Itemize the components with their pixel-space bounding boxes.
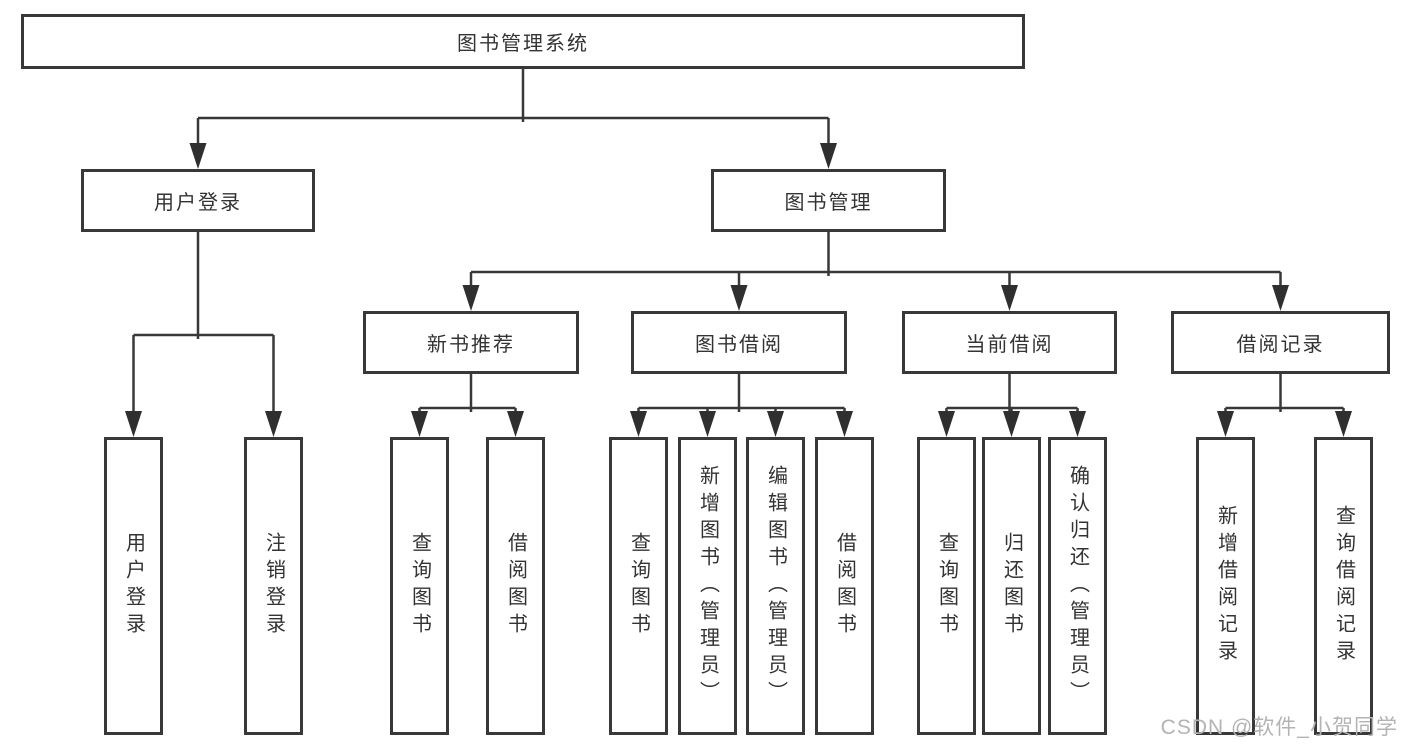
node-borrowing-records: 借阅记录	[1171, 311, 1390, 374]
node-label: 新书推荐	[427, 334, 515, 356]
leaf-logout: 注销登录	[244, 437, 303, 735]
leaf-label: 注销登录	[262, 532, 285, 640]
leaf-label: 新增借阅记录	[1214, 505, 1237, 667]
leaf-borrow-books-borrowing: 借阅图书	[815, 437, 874, 735]
leaf-label: 借阅图书	[504, 532, 527, 640]
leaf-query-books-borrowing: 查询图书	[609, 437, 668, 735]
node-label: 借阅记录	[1236, 334, 1325, 356]
leaf-label: 编辑图书（管理员）	[764, 464, 787, 708]
leaf-query-borrow-record: 查询借阅记录	[1314, 437, 1373, 735]
leaf-add-borrow-record: 新增借阅记录	[1196, 437, 1255, 735]
leaf-label: 用户登录	[122, 532, 145, 640]
leaf-label: 查询图书	[935, 532, 958, 640]
node-label: 当前借阅	[965, 334, 1054, 356]
node-user-login: 用户登录	[81, 169, 315, 232]
watermark: CSDN @软件_小贺同学	[1160, 716, 1398, 739]
leaf-borrow-books-recommend: 借阅图书	[486, 437, 545, 735]
node-book-borrowing: 图书借阅	[631, 311, 847, 374]
leaf-confirm-return-admin: 确认归还（管理员）	[1048, 437, 1107, 735]
leaf-query-books-recommend: 查询图书	[390, 437, 449, 735]
leaf-label: 借阅图书	[833, 532, 856, 640]
leaf-label: 查询图书	[627, 532, 650, 640]
leaf-edit-books-admin: 编辑图书（管理员）	[746, 437, 805, 735]
leaf-query-books-current: 查询图书	[917, 437, 976, 735]
node-book-management: 图书管理	[711, 169, 946, 232]
leaf-add-books-admin: 新增图书（管理员）	[678, 437, 737, 735]
leaf-return-books: 归还图书	[982, 437, 1041, 735]
leaf-label: 查询借阅记录	[1332, 505, 1355, 667]
node-new-book-recommendation: 新书推荐	[363, 311, 579, 374]
node-label: 用户登录	[154, 192, 242, 214]
leaf-label: 归还图书	[1000, 532, 1023, 640]
node-label: 图书管理	[784, 192, 873, 214]
node-library-management-system: 图书管理系统	[21, 14, 1025, 69]
leaf-label: 确认归还（管理员）	[1066, 464, 1089, 708]
node-current-borrowing: 当前借阅	[902, 311, 1117, 374]
leaf-user-login: 用户登录	[104, 437, 163, 735]
leaf-label: 新增图书（管理员）	[696, 464, 719, 708]
node-label: 图书管理系统	[457, 33, 589, 55]
node-label: 图书借阅	[695, 334, 783, 356]
leaf-label: 查询图书	[408, 532, 431, 640]
